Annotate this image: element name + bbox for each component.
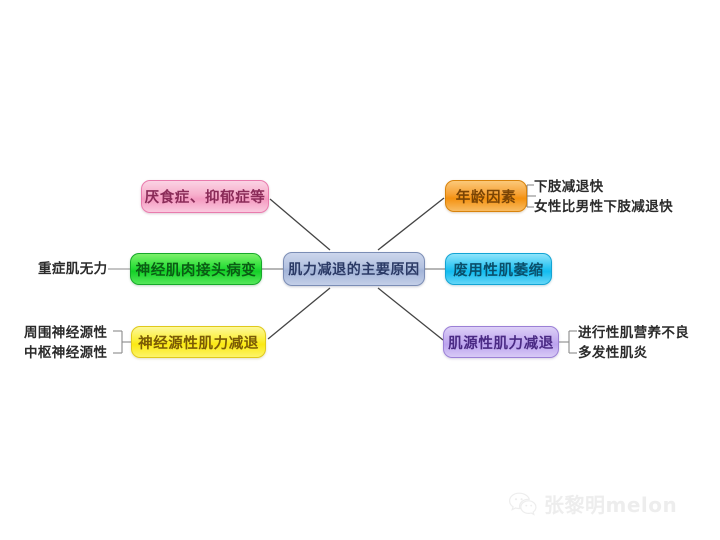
node-myogenic-weakness[interactable]: 肌源性肌力减退: [443, 326, 559, 358]
sublabel-group-neurogenic: 周围神经源性 中枢神经源性: [24, 323, 107, 363]
sublabel-group-age: 下肢减退快 女性比男性下肢减退快: [534, 177, 673, 217]
sublabel-muscular-dystrophy: 进行性肌营养不良: [578, 325, 690, 341]
connector-center-orange: [377, 197, 445, 251]
sublabel-central-neurogenic: 中枢神经源性: [24, 345, 108, 361]
sublabel-female-vs-male-decline: 女性比男性下肢减退快: [534, 199, 673, 215]
sublabel-polymyositis: 多发性肌炎: [578, 345, 648, 361]
node-anorexia-depression[interactable]: 厌食症、抑郁症等: [141, 180, 269, 213]
wechat-icon: [508, 492, 537, 516]
node-neurogenic-weakness[interactable]: 神经源性肌力减退: [131, 326, 266, 358]
sublabel-myasthenia-gravis: 重症肌无力: [38, 261, 108, 277]
watermark: 张黎明melon: [508, 489, 677, 518]
node-neuromuscular-junction[interactable]: 神经肌肉接头病变: [130, 253, 262, 285]
connector-pink-center: [269, 198, 331, 251]
connector-center-purple: [377, 287, 444, 341]
node-center[interactable]: 肌力减退的主要原因: [283, 252, 425, 286]
connector-yellow-center: [267, 287, 331, 340]
sublabel-group-myogenic: 进行性肌营养不良 多发性肌炎: [578, 323, 689, 363]
node-disuse-atrophy[interactable]: 废用性肌萎缩: [445, 253, 552, 285]
node-age-factor[interactable]: 年龄因素: [445, 180, 527, 212]
sublabel-peripheral-neurogenic: 周围神经源性: [24, 325, 108, 341]
sublabel-lower-limb-decline: 下肢减退快: [534, 179, 604, 195]
watermark-text: 张黎明melon: [544, 493, 678, 517]
